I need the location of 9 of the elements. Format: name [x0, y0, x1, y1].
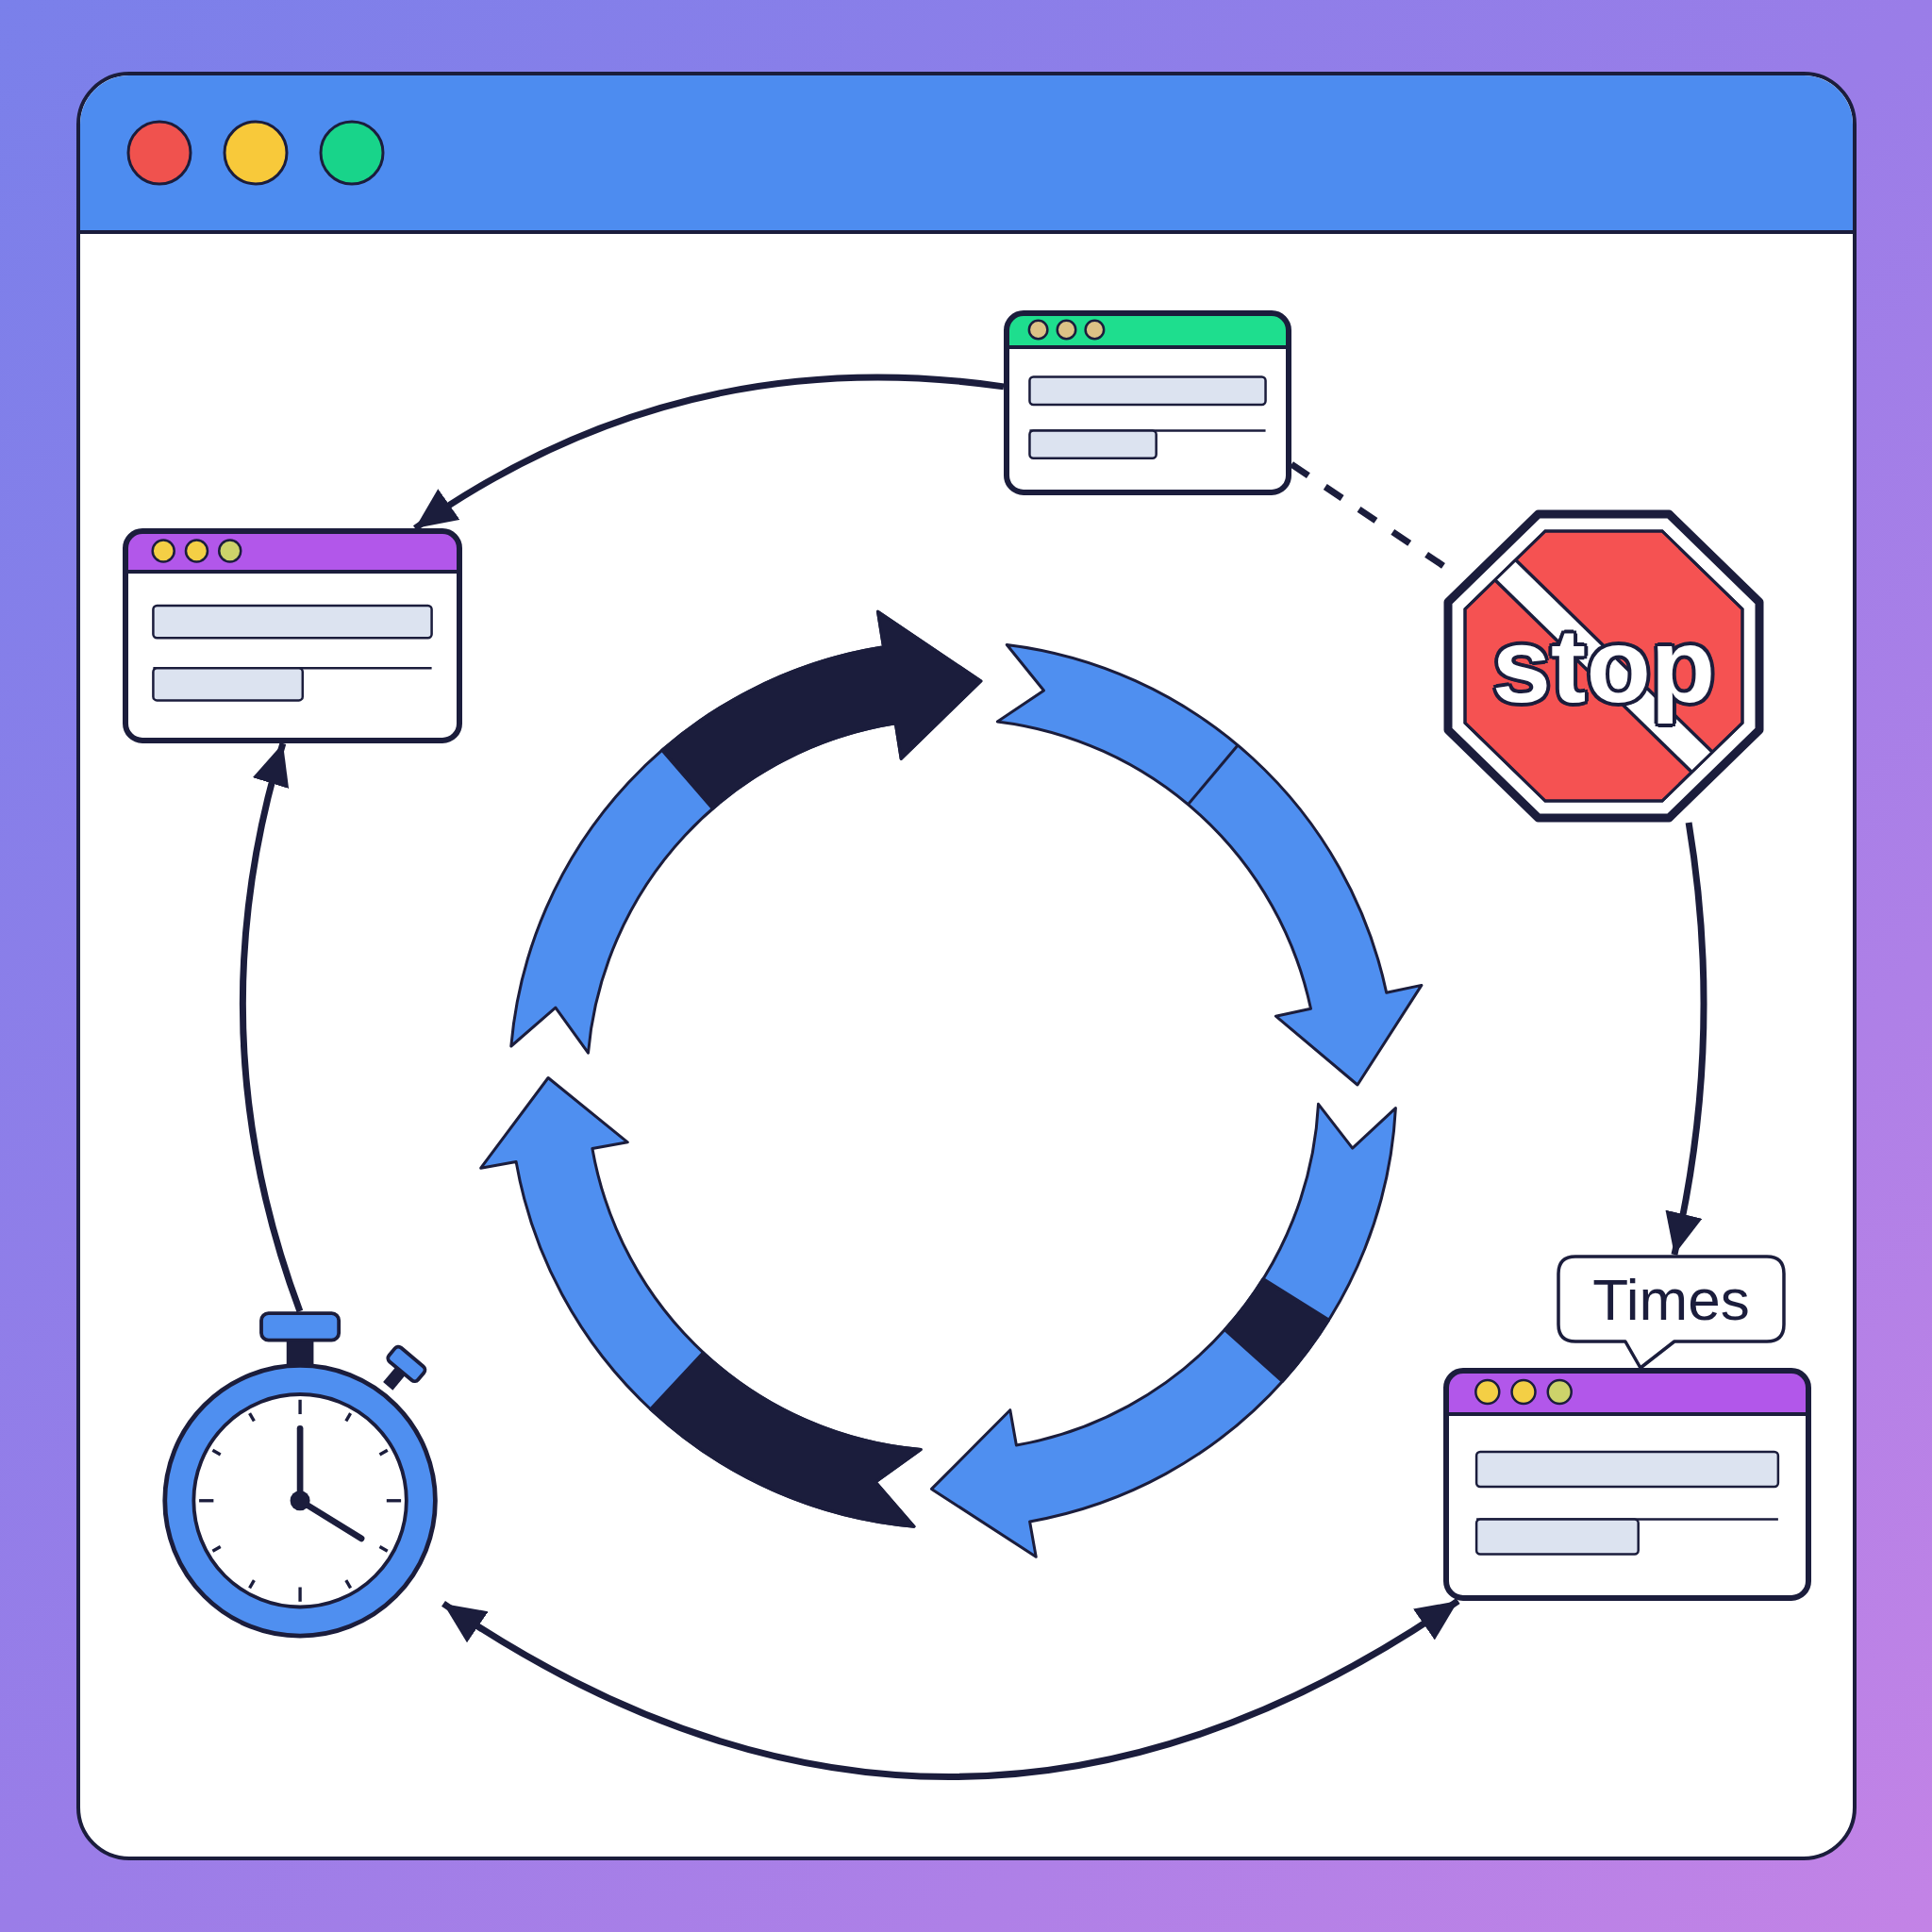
curved-arrow	[441, 1598, 1460, 1780]
dashed-connector	[1290, 461, 1445, 569]
browser-window-drawing	[1443, 1368, 1811, 1601]
speech-bubble	[1557, 1255, 1786, 1370]
browser-window-drawing	[123, 528, 462, 743]
browser-window-drawing	[1004, 310, 1291, 495]
bubble-text: Times	[1592, 1267, 1750, 1333]
curved-arrow	[413, 374, 1005, 531]
curved-arrow	[1664, 822, 1707, 1256]
